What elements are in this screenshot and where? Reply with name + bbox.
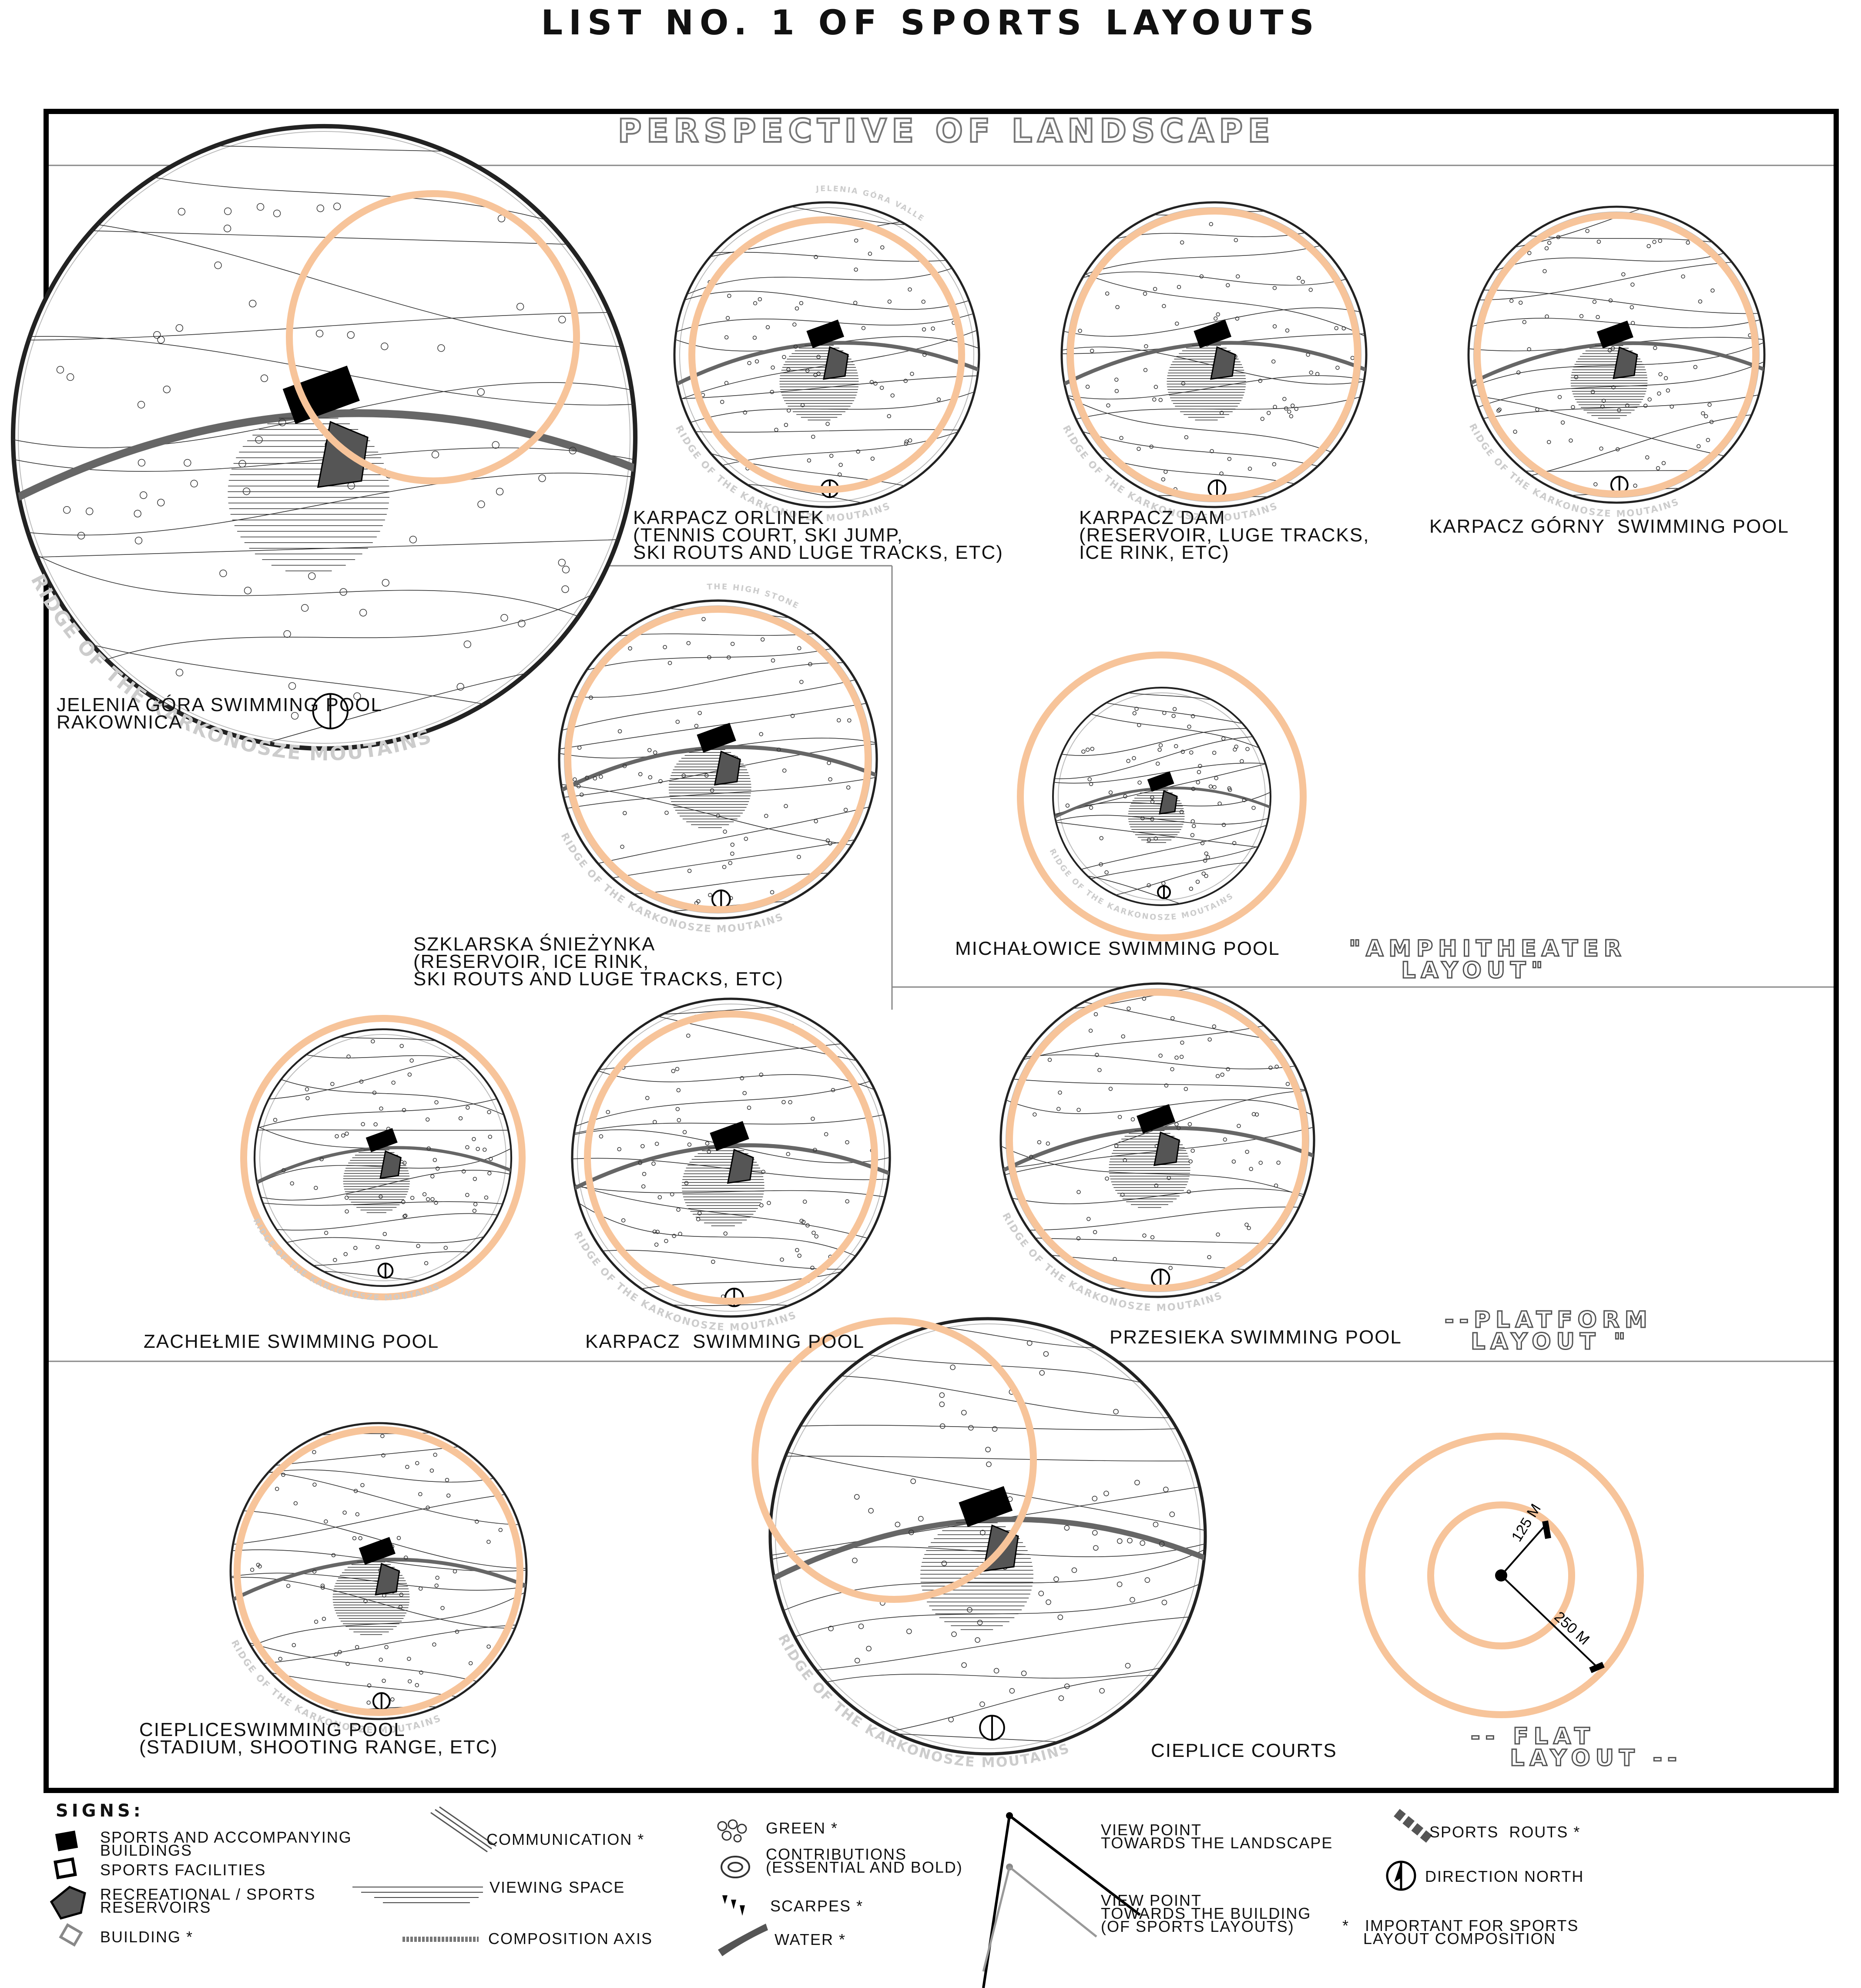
legend-scarpes: SCARPES *	[770, 1897, 864, 1915]
map-label-karpacz-pool: KARPACZ SWIMMING POOL	[585, 1331, 865, 1352]
legend-contributions: CONTRIBUTIONS (ESSENTIAL AND BOLD)	[766, 1845, 963, 1876]
map-label-cieplice-courts: CIEPLICE COURTS	[1151, 1740, 1337, 1761]
legend-green: GREEN *	[766, 1819, 838, 1837]
view-point-building-swatch	[982, 1864, 1097, 1972]
map-michalowice: RIDGE OF THE KARKONOSZE MOUTAINS	[1017, 651, 1307, 941]
map-label-karpacz-dam: KARPACZ DAM (RESERVOIR, LUGE TRACKS, ICE…	[1079, 507, 1370, 563]
platform-layout-label: --PLATFORM LAYOUT "	[1444, 1307, 1653, 1355]
building-swatch	[59, 1923, 83, 1947]
legend-sports-buildings: SPORTS AND ACCOMPANYING BUILDINGS	[100, 1828, 352, 1859]
sports-building-swatch	[55, 1830, 78, 1851]
legend-reservoirs: RECREATIONAL / SPORTS RESERVOIRS	[100, 1885, 316, 1916]
legend-building: BUILDING *	[100, 1928, 194, 1946]
map-label-przesieka: PRZESIEKA SWIMMING POOL	[1110, 1326, 1402, 1348]
legend-water: WATER *	[775, 1931, 846, 1948]
outer-tick	[1589, 1662, 1605, 1673]
legend-composition-axis: COMPOSITION AXIS	[488, 1930, 653, 1948]
map-cieplice-pool: RIDGE OF THE KARKONOSZE MOUTAINS	[229, 1422, 528, 1736]
flat-layout-label: -- FLAT LAYOUT --	[1470, 1723, 1682, 1771]
inner-range-ring	[1427, 1501, 1575, 1649]
map-label-cieplice-pool: CIEPLICESWIMMING POOL (STADIUM, SHOOTING…	[139, 1719, 498, 1758]
green-swatch	[717, 1819, 747, 1843]
band-title: PERSPECTIVE OF LANDSCAPE	[617, 111, 1275, 151]
map-label-karpacz-orlinek: KARPACZ ORLINEK (TENNIS COURT, SKI JUMP,…	[633, 507, 1003, 563]
sports-facility-swatch	[54, 1857, 77, 1880]
map-karpacz-pool: RIDGE OF THE KARKONOSZE MOUTAINS	[571, 997, 891, 1333]
scarpes-swatch	[722, 1895, 745, 1916]
legend-north: DIRECTION NORTH	[1425, 1867, 1584, 1885]
map-label-karpacz-gorny: KARPACZ GÓRNY SWIMMING POOL	[1429, 516, 1789, 537]
map-przesieka: RIDGE OF THE KARKONOSZE MOUTAINS	[999, 982, 1315, 1313]
map-label-szklarska: SZKLARSKA ŚNIEŻYNKA (RESERVOIR, ICE RINK…	[413, 934, 784, 990]
legend-important: * IMPORTANT FOR SPORTS LAYOUT COMPOSITIO…	[1342, 1917, 1579, 1948]
legend-viewing-space: VIEWING SPACE	[490, 1878, 625, 1896]
page-title: LIST NO. 1 OF SPORTS LAYOUTS	[541, 3, 1320, 43]
amphitheater-layout-label: "AMPHITHEATER LAYOUT"	[1348, 936, 1626, 984]
sports-routs-swatch	[1394, 1809, 1435, 1845]
water-swatch	[718, 1924, 768, 1956]
legend-sports-facilities: SPORTS FACILITIES	[100, 1861, 266, 1879]
legend-communication: COMMUNICATION *	[486, 1830, 645, 1848]
map-cieplice-courts: RIDGE OF THE KARKONOSZE MOUTAINS	[751, 1317, 1207, 1770]
map-label-jelenia-gora: JELENIA GÓRA SWIMMING POOL RAKOWNICA	[57, 694, 382, 733]
legend-symbols	[50, 1806, 1435, 1988]
view-point-landscape-swatch	[982, 1812, 1141, 1988]
communication-swatch	[430, 1806, 496, 1853]
legend-view-building: VIEW POINT TOWARDS THE BUILDING (OF SPOR…	[1101, 1891, 1311, 1935]
map-label-zachelmie: ZACHEŁMIE SWIMMING POOL	[144, 1331, 439, 1352]
map-karpacz-dam: RIDGE OF THE KARKONOSZE MOUTAINS	[1060, 201, 1368, 524]
map-karpacz-gorny: RIDGE OF THE KARKONOSZE MOUTAINS	[1467, 205, 1766, 520]
map-label-michalowice: MICHAŁOWICE SWIMMING POOL	[955, 938, 1280, 959]
map-zachelmie: RIDGE OF THE KARKONOSZE MOUTAINS	[240, 1015, 526, 1303]
reservoir-swatch	[50, 1886, 86, 1920]
legend-view-landscape: VIEW POINT TOWARDS THE LANDSCAPE	[1101, 1821, 1333, 1852]
scale-diagram: 125 M 250 M	[1358, 1433, 1644, 1718]
north-swatch	[1386, 1860, 1416, 1891]
inner-tick	[1542, 1520, 1551, 1539]
outer-range-ring	[1358, 1433, 1644, 1718]
viewing-space-swatch	[352, 1887, 483, 1903]
legend-sports-routs: SPORTS ROUTS *	[1429, 1823, 1581, 1841]
contributions-swatch	[721, 1856, 750, 1878]
legend-heading: SIGNS:	[56, 1801, 144, 1821]
